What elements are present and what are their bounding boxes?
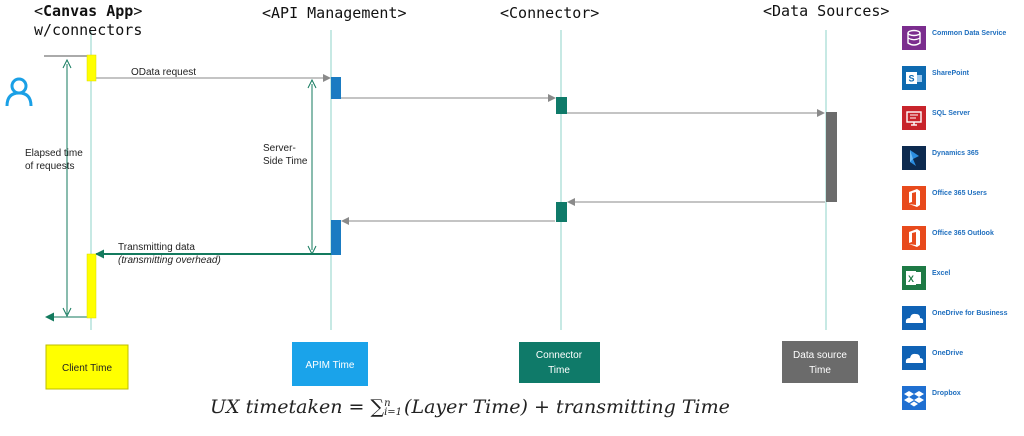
- elapsed-arrow-up-head: [62, 58, 72, 69]
- data-source-label: SharePoint: [932, 70, 969, 77]
- activation-datasource: [826, 112, 837, 202]
- elapsed-time-label-2: of requests: [25, 161, 74, 172]
- onedrive-icon: [902, 306, 926, 330]
- legend-datasource-time-label: Data source: [793, 350, 847, 361]
- data-source-item: Common Data Service: [898, 24, 1020, 58]
- server-side-label: Server-: [263, 143, 296, 154]
- data-source-label: OneDrive: [932, 350, 964, 357]
- server-side-label-2: Side Time: [263, 156, 308, 167]
- excel-icon: X: [902, 266, 926, 290]
- data-source-item: OneDrive for Business: [898, 304, 1020, 338]
- dynamics-icon: [902, 146, 926, 170]
- data-source-label: Dropbox: [932, 390, 961, 397]
- formula-rhs: transmitting Time: [555, 396, 730, 418]
- data-source-item: Office 365 Users: [898, 184, 1020, 218]
- legend-datasource-time-label-2: Time: [809, 365, 831, 376]
- header-canvas-app: <Canvas App>: [34, 2, 142, 20]
- server-arrow-up-head: [307, 78, 317, 89]
- header-api-management: <API Management>: [262, 4, 407, 22]
- office-icon: [902, 186, 926, 210]
- legend-connector-time-label: Connector: [536, 350, 583, 361]
- sql-server-icon: [902, 106, 926, 130]
- onedrive-icon: [902, 346, 926, 370]
- odata-request-label: OData request: [131, 67, 196, 78]
- legend-connector-time: [519, 342, 600, 383]
- database-icon: [902, 26, 926, 50]
- data-source-label: Common Data Service: [932, 30, 1007, 37]
- dropbox-icon: [902, 386, 926, 410]
- activation-apim-request: [331, 77, 341, 99]
- legend-connector-time-label-2: Time: [548, 365, 570, 376]
- legend-datasource-time: [782, 341, 858, 383]
- legend-client-time: [45, 344, 129, 390]
- data-source-item: Dynamics 365: [898, 144, 1020, 178]
- formula-middle: (Layer Time) +: [404, 396, 556, 418]
- data-source-label: SQL Server: [932, 110, 971, 117]
- data-source-item: Dropbox: [898, 384, 1020, 418]
- data-source-label: Excel: [932, 270, 951, 277]
- data-source-label: Office 365 Users: [932, 190, 987, 197]
- elapsed-arrow-down-head: [62, 307, 72, 318]
- formula-sup: n: [384, 398, 391, 409]
- header-connector: <Connector>: [500, 4, 599, 22]
- data-source-item: SQL Server: [898, 104, 1020, 138]
- header-canvas-app-line2: w/connectors: [34, 21, 142, 39]
- formula-sum-symbol: ∑: [370, 396, 385, 418]
- data-source-item: OneDrive: [898, 344, 1020, 378]
- activation-connector-response: [556, 202, 567, 222]
- svg-text:S: S: [908, 74, 914, 84]
- header-data-sources: <Data Sources>: [763, 2, 889, 20]
- elapsed-time-label: Elapsed time: [25, 148, 83, 159]
- sharepoint-icon: S: [902, 66, 926, 90]
- legend-apim-time: [292, 342, 368, 386]
- user-icon: [5, 77, 33, 107]
- legend-apim-time-label: APIM Time: [306, 360, 355, 371]
- transmitting-data-label: Transmitting data: [118, 242, 195, 253]
- activation-apim-response: [331, 220, 341, 255]
- svg-text:X: X: [908, 274, 914, 284]
- data-source-label: Dynamics 365: [932, 150, 979, 157]
- formula-lhs: UX timetaken =: [210, 396, 371, 418]
- data-source-item: S SharePoint: [898, 64, 1020, 98]
- office-icon: [902, 226, 926, 250]
- legend-client-time-label: Client Time: [62, 363, 112, 374]
- activation-client-request: [86, 54, 97, 82]
- data-source-item: X Excel: [898, 264, 1020, 298]
- activation-client-response: [86, 253, 97, 319]
- data-source-item: Office 365 Outlook: [898, 224, 1020, 258]
- activation-connector-request: [556, 97, 567, 114]
- data-source-label: Office 365 Outlook: [932, 230, 994, 237]
- formula-sub: i=1: [384, 407, 403, 418]
- transmitting-overhead-label: (transmitting overhead): [118, 255, 221, 266]
- data-source-label: OneDrive for Business: [932, 310, 1008, 317]
